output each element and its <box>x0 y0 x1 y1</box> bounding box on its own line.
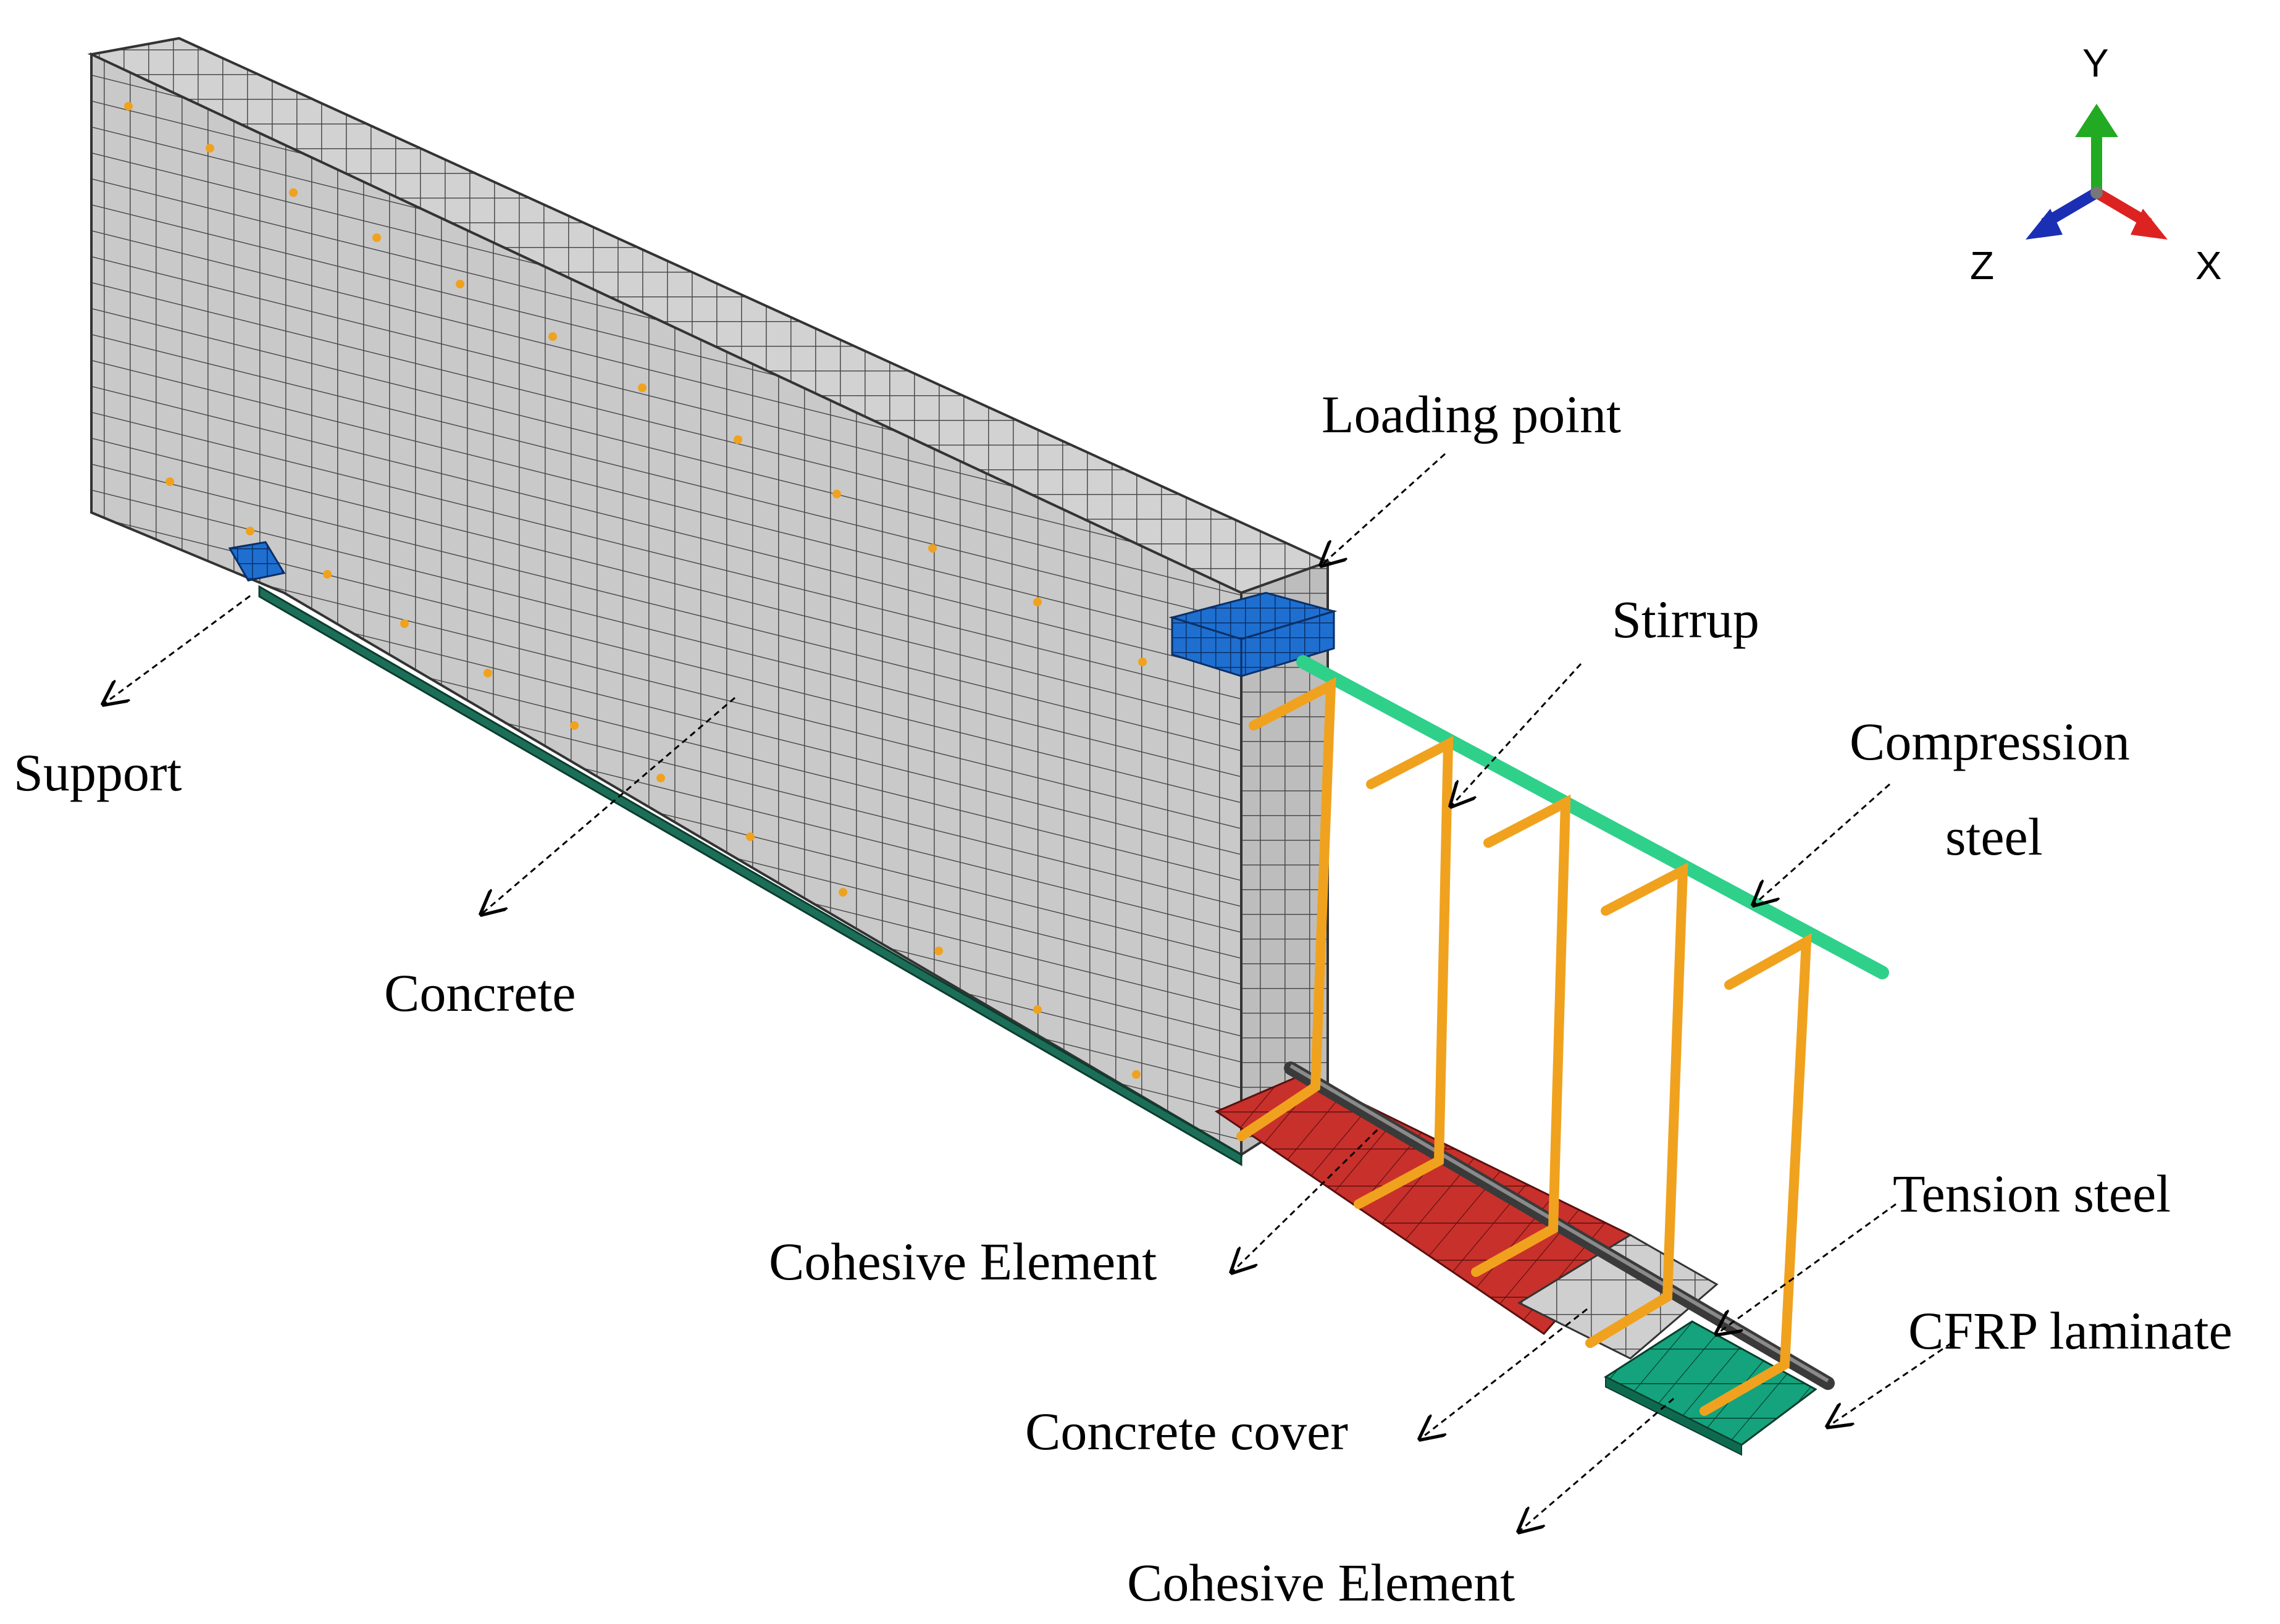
axis-label-x: X <box>2195 243 2222 288</box>
cfrp-laminate-edge <box>1605 1376 1742 1456</box>
compression-steel-bar[interactable] <box>1296 655 1889 979</box>
leader-arrows <box>104 453 1952 1531</box>
axis-triad-icon <box>2026 104 2168 240</box>
embedded-node-dots <box>124 102 1147 1079</box>
concrete-front-face <box>90 52 1243 1157</box>
label-compression-steel-line2: steel <box>1945 807 2043 866</box>
label-stirrup: Stirrup <box>1612 590 1759 649</box>
label-cohesive-element-upper: Cohesive Element <box>769 1232 1157 1291</box>
label-concrete: Concrete <box>384 963 576 1023</box>
label-concrete-cover: Concrete cover <box>1025 1402 1348 1461</box>
label-loading-point: Loading point <box>1322 385 1621 444</box>
label-cohesive-element-lower: Cohesive Element <box>1127 1553 1515 1612</box>
cfrp-strip-edge <box>258 585 1243 1166</box>
support-block[interactable] <box>228 541 286 582</box>
axis-label-z: Z <box>1970 243 1995 288</box>
label-compression-steel-line1: Compression <box>1850 712 2130 771</box>
stirrups[interactable] <box>1236 677 1812 1416</box>
axis-label-y: Y <box>2082 41 2109 85</box>
label-tension-steel: Tension steel <box>1893 1164 2171 1223</box>
loading-point-block[interactable] <box>1168 592 1338 678</box>
label-support: Support <box>14 743 182 802</box>
label-cfrp-laminate: CFRP laminate <box>1908 1301 2232 1360</box>
